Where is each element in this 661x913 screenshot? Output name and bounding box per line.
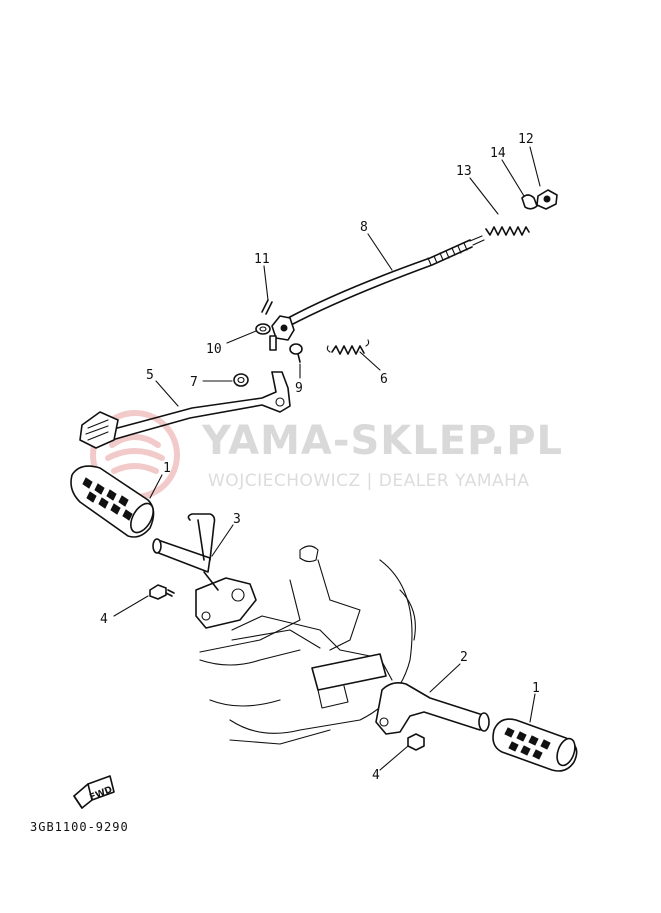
frame-outline	[199, 545, 416, 745]
fwd-direction-badge: FWD	[73, 775, 115, 809]
callout-4-left: 4	[100, 612, 108, 627]
callout-6: 6	[380, 372, 388, 387]
spring-13	[485, 226, 530, 236]
watermark-subtitle: WOJCIECHOWICZ | DEALER YAMAHA	[208, 471, 530, 491]
washer-7	[233, 373, 249, 387]
spring-6	[326, 339, 370, 355]
callout-2: 2	[460, 650, 468, 665]
clevis-joint	[269, 315, 295, 351]
callout-14: 14	[490, 146, 506, 161]
cotter-pin-11	[261, 299, 273, 315]
bolt-4-left	[149, 584, 175, 600]
footrest-1-right	[492, 718, 578, 772]
callout-3: 3	[233, 512, 241, 527]
callout-5: 5	[146, 368, 154, 383]
brake-rod-assembly	[287, 189, 558, 326]
callout-4-right: 4	[372, 768, 380, 783]
callouts: 12 14 13 8 11 10 9 6 7 5 1 3 4 2 1 4	[100, 132, 540, 783]
callout-12: 12	[518, 132, 534, 147]
footrest-bar-3	[152, 513, 257, 629]
footrest-bar-2	[375, 682, 490, 735]
callout-9: 9	[295, 381, 303, 396]
pin-9	[289, 343, 303, 363]
callout-7: 7	[190, 375, 198, 390]
washer-10	[255, 323, 271, 335]
callout-1-right: 1	[532, 681, 540, 696]
clip-14	[521, 194, 538, 210]
callout-1-left: 1	[163, 461, 171, 476]
bolt-4-right	[407, 733, 425, 751]
footrest-grip	[82, 477, 133, 521]
callout-11: 11	[254, 252, 270, 267]
leader-lines	[113, 146, 541, 771]
watermark-title: YAMA-SKLEP.PL	[201, 418, 563, 464]
footrest-grip-right	[504, 727, 551, 760]
watermark: YAMA-SKLEP.PL WOJCIECHOWICZ | DEALER YAM…	[90, 410, 563, 500]
callout-10: 10	[206, 342, 222, 357]
callout-13: 13	[456, 164, 472, 179]
callout-8: 8	[360, 220, 368, 235]
diagram-code: 3GB1100-9290	[30, 820, 129, 834]
rod-thread	[427, 242, 468, 266]
brake-pedal-5	[79, 371, 291, 449]
nut-12	[536, 189, 558, 210]
footrest-1-left	[70, 465, 155, 538]
